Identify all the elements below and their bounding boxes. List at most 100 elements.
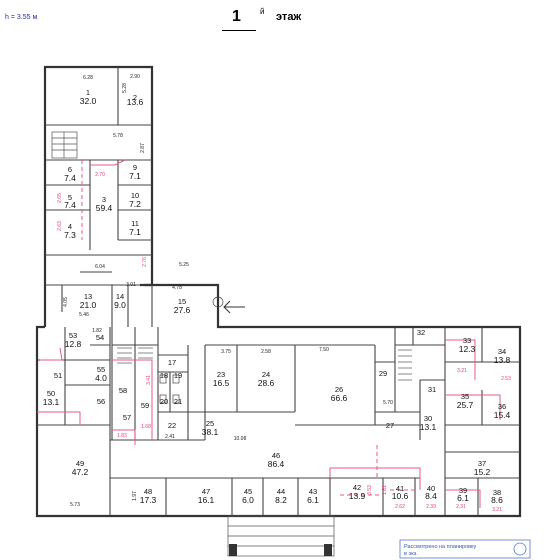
svg-text:28.6: 28.6 (258, 378, 275, 388)
svg-text:7.4: 7.4 (64, 200, 76, 210)
svg-text:33: 33 (463, 336, 471, 345)
svg-text:3.41: 3.41 (146, 375, 152, 385)
svg-text:12.8: 12.8 (65, 339, 82, 349)
room-9: 97.1 (129, 163, 141, 181)
svg-text:2.76: 2.76 (142, 257, 148, 267)
svg-text:16.1: 16.1 (198, 495, 215, 505)
room-31: 31 (428, 385, 436, 394)
svg-text:86.4: 86.4 (268, 459, 285, 469)
room-22: 22 (168, 421, 176, 430)
svg-text:9: 9 (133, 163, 137, 172)
svg-text:44: 44 (277, 487, 285, 496)
room-4: 47.3 (64, 222, 76, 240)
svg-text:2.65: 2.65 (57, 193, 63, 203)
svg-text:19: 19 (174, 371, 182, 380)
svg-text:6: 6 (68, 165, 72, 174)
svg-text:32.0: 32.0 (80, 96, 97, 106)
svg-text:27.6: 27.6 (174, 305, 191, 315)
svg-text:29: 29 (379, 369, 387, 378)
svg-text:25.7: 25.7 (457, 400, 474, 410)
svg-text:5.46: 5.46 (79, 312, 89, 318)
svg-text:2.87: 2.87 (140, 143, 146, 153)
svg-text:3.21: 3.21 (492, 507, 502, 513)
room-40: 408.4 (425, 484, 437, 501)
svg-text:49: 49 (76, 459, 84, 468)
room-55: 554.0 (95, 365, 107, 383)
svg-text:2.62: 2.62 (395, 504, 405, 510)
svg-text:2.53: 2.53 (501, 376, 511, 382)
svg-text:22: 22 (168, 421, 176, 430)
svg-text:4.0: 4.0 (95, 373, 107, 383)
room-32: 32 (417, 328, 425, 337)
svg-text:17.3: 17.3 (140, 495, 157, 505)
entrance-steps (227, 515, 335, 557)
svg-text:11: 11 (131, 219, 139, 228)
svg-text:56: 56 (97, 397, 105, 406)
room-2: 213.6 (127, 93, 144, 107)
svg-text:15: 15 (178, 297, 186, 306)
svg-text:6.0: 6.0 (242, 495, 254, 505)
svg-text:3: 3 (102, 195, 106, 204)
svg-text:7.2: 7.2 (129, 199, 141, 209)
room-6: 67.4 (64, 165, 76, 183)
svg-text:2.31: 2.31 (456, 504, 466, 510)
room-5: 57.4 (64, 193, 76, 210)
svg-text:57: 57 (123, 413, 131, 422)
svg-text:55: 55 (97, 365, 105, 374)
floor-number: 1 (232, 8, 241, 25)
svg-text:13.8: 13.8 (494, 355, 511, 365)
room-56: 56 (97, 397, 105, 406)
floor-suffix: й (260, 7, 265, 16)
svg-text:18: 18 (160, 371, 168, 380)
svg-text:59: 59 (141, 401, 149, 410)
approval-stamp: Рассмотрено на планировку в экз. (399, 539, 531, 559)
svg-text:в экз.: в экз. (404, 551, 418, 557)
room-29: 29 (379, 369, 387, 378)
svg-text:14: 14 (116, 292, 124, 301)
fixtures (159, 296, 224, 404)
svg-text:7.50: 7.50 (319, 347, 329, 353)
svg-text:2.90: 2.90 (130, 74, 140, 80)
svg-text:8.6: 8.6 (491, 495, 503, 505)
svg-text:13.6: 13.6 (127, 97, 144, 107)
svg-text:7.1: 7.1 (129, 171, 141, 181)
room-39: 396.1 (457, 486, 469, 503)
svg-text:5.70: 5.70 (383, 400, 393, 406)
svg-text:8.4: 8.4 (425, 491, 437, 501)
floor-word: этаж (276, 11, 302, 23)
room-54: 54 (96, 333, 104, 342)
svg-text:6.28: 6.28 (83, 75, 93, 81)
svg-text:1.83: 1.83 (117, 433, 127, 439)
floor-underline (222, 30, 256, 31)
room-44: 448.2 (275, 487, 287, 505)
svg-text:3.53: 3.53 (367, 485, 373, 495)
svg-text:42: 42 (353, 483, 361, 492)
room-57: 57 (123, 413, 131, 422)
svg-text:5.73: 5.73 (70, 502, 80, 508)
svg-text:16.5: 16.5 (213, 378, 230, 388)
svg-text:8.2: 8.2 (275, 495, 287, 505)
svg-text:59.4: 59.4 (96, 203, 113, 213)
svg-text:6.04: 6.04 (95, 264, 105, 270)
svg-text:7.1: 7.1 (129, 227, 141, 237)
svg-text:45: 45 (244, 487, 252, 496)
room-51: 51 (54, 371, 62, 380)
staircase-north (51, 131, 78, 159)
entrance-arrow (223, 300, 245, 314)
staircase-east (398, 349, 412, 381)
svg-text:6.1: 6.1 (307, 495, 319, 505)
svg-text:7.3: 7.3 (64, 230, 76, 240)
svg-text:2: 2 (133, 93, 137, 102)
room-1: 132.0 (80, 88, 97, 106)
